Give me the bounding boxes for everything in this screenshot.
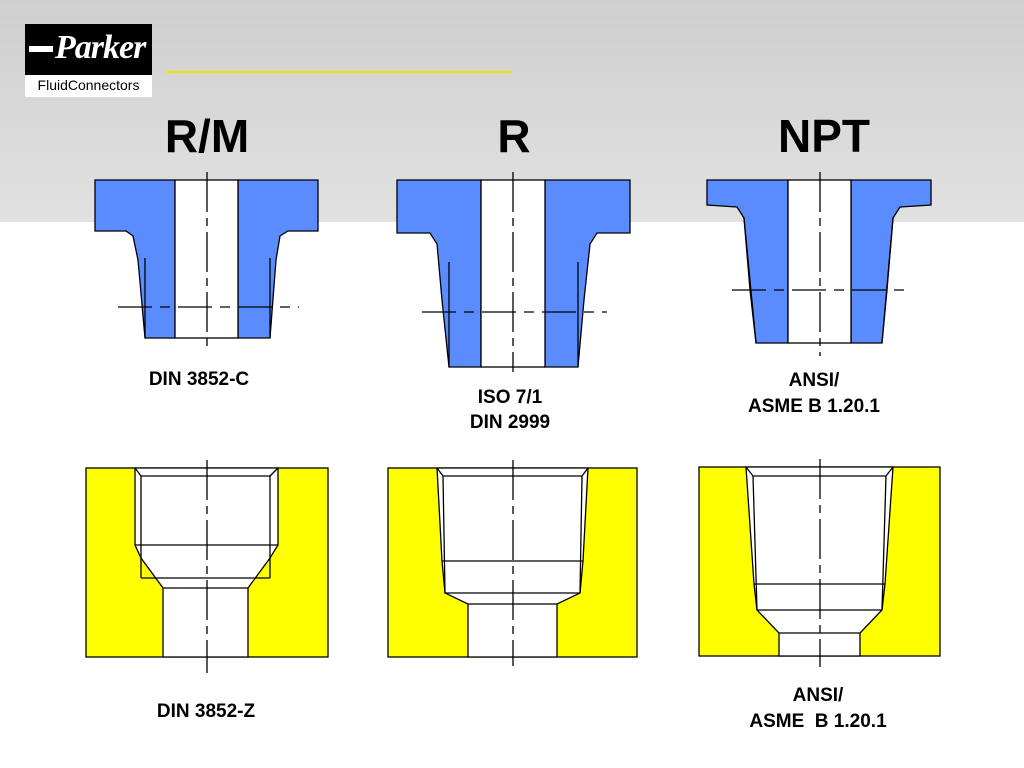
male-rm-right-wall <box>237 179 319 339</box>
male-r-left-wall <box>396 179 482 368</box>
male-rm-left-wall <box>94 179 176 339</box>
parker-logo: Parker FluidConnectors <box>25 24 152 97</box>
male-r-right-wall <box>544 179 631 368</box>
female-r-cavity <box>436 467 589 658</box>
male-npt-right-wall <box>850 179 932 344</box>
logo-subtitle: FluidConnectors <box>25 75 152 97</box>
female-port-rm <box>85 460 329 673</box>
caption-male-rm: DIN 3852-C <box>148 369 250 390</box>
male-fitting-r <box>396 172 631 372</box>
column-title-rm: R/M <box>164 110 250 162</box>
male-fitting-npt <box>706 172 932 356</box>
male-npt-left-wall <box>706 179 789 344</box>
caption-male-r-line2: DIN 2999 <box>469 412 551 433</box>
logo-brand: Parker <box>55 29 146 66</box>
female-port-r <box>387 460 638 666</box>
male-fitting-rm <box>94 172 319 352</box>
accent-line <box>166 71 512 73</box>
caption-male-npt-line2: ASME B 1.20.1 <box>748 396 880 417</box>
column-title-npt: NPT <box>778 110 870 162</box>
female-port-npt <box>698 459 941 667</box>
caption-male-npt-line1: ANSI/ <box>788 370 840 391</box>
caption-female-npt-line1: ANSI/ <box>792 685 844 706</box>
caption-female-npt-line2: ASME B 1.20.1 <box>749 711 887 732</box>
caption-female-rm: DIN 3852-Z <box>156 701 256 722</box>
column-title-r: R <box>497 110 531 162</box>
logo-wordmark-block: Parker <box>25 24 152 75</box>
female-npt-cavity <box>745 466 894 657</box>
female-rm-cavity <box>134 467 279 658</box>
caption-male-r-line1: ISO 7/1 <box>477 387 543 408</box>
logo-dash <box>29 46 53 52</box>
